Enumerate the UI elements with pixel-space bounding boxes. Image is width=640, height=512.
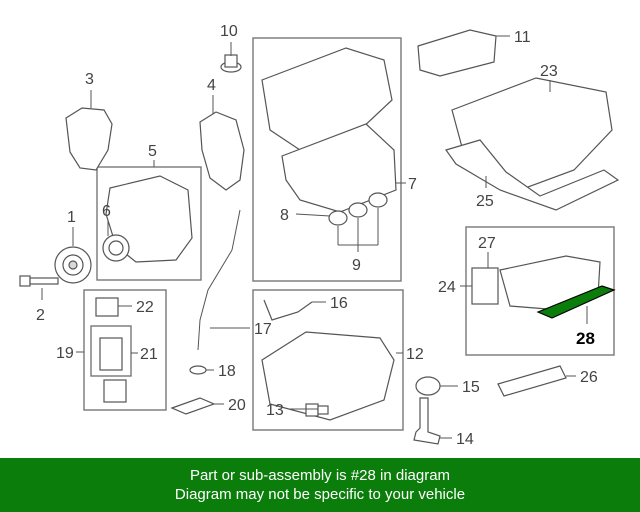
oil-filler-cap	[220, 54, 242, 73]
oil-level-sensor	[413, 397, 441, 445]
filter-element-27	[471, 267, 499, 305]
group-box-5	[96, 166, 202, 281]
spark-plug-tube-seals	[328, 192, 388, 226]
callout-16: 16	[330, 295, 348, 312]
callout-25: 25	[476, 193, 494, 210]
highlighted-part-28[interactable]	[536, 285, 616, 319]
dipstick-o-ring	[189, 365, 207, 375]
callout-1: 1	[67, 209, 76, 226]
callout-27: 27	[478, 235, 496, 252]
callout-4: 4	[207, 77, 216, 94]
engine-mount-bracket	[65, 107, 113, 171]
leader-lines	[41, 35, 588, 439]
callout-20: 20	[228, 397, 246, 414]
dipstick-tube	[197, 209, 241, 351]
oil-pickup-tube	[263, 299, 313, 321]
front-cover	[105, 175, 193, 263]
callout-23: 23	[540, 63, 558, 80]
intake-manifold-gasket	[445, 139, 620, 211]
oil-pan	[261, 331, 395, 421]
callout-24: 24	[438, 279, 456, 296]
group-box-12	[252, 289, 404, 431]
drain-plug	[305, 403, 329, 417]
callout-19: 19	[56, 345, 74, 362]
group-box-21	[90, 325, 132, 377]
callout-7: 7	[408, 176, 417, 193]
group-box-7	[252, 37, 402, 282]
cover-gasket	[170, 397, 216, 415]
callout-3: 3	[85, 71, 94, 88]
intake-cover	[417, 29, 497, 77]
callout-6: 6	[102, 203, 111, 220]
callout-21: 21	[140, 346, 158, 363]
callout-26: 26	[580, 369, 598, 386]
group-box-24	[465, 226, 615, 356]
valve-cover	[261, 47, 393, 151]
timing-cover-upper	[199, 111, 245, 191]
callout-15: 15	[462, 379, 480, 396]
callout-2: 2	[36, 307, 45, 324]
valve-cover-gasket	[281, 123, 397, 213]
parts-diagram: 1 2 3 4 5 6 7 8 9 10 11 12 13 14 15 16 1…	[19, 23, 620, 448]
callout-12: 12	[406, 346, 424, 363]
callout-9: 9	[352, 257, 361, 274]
callout-13: 13	[266, 402, 284, 419]
callout-22: 22	[136, 299, 154, 316]
banner-line-1: Part or sub-assembly is #28 in diagram	[189, 467, 451, 484]
seal-ring-15	[415, 376, 441, 396]
crankshaft-pulley	[54, 246, 92, 284]
callout-14: 14	[456, 431, 474, 448]
callout-11: 11	[514, 29, 531, 46]
oil-filter-assembly	[95, 297, 127, 403]
exhaust-gasket	[497, 365, 567, 397]
group-box-19	[83, 289, 167, 411]
callout-17: 17	[254, 321, 272, 338]
info-banner: Part or sub-assembly is #28 in diagram D…	[0, 458, 640, 512]
callout-18: 18	[218, 363, 236, 380]
callout-5: 5	[148, 143, 157, 160]
pulley-bolt	[19, 275, 59, 287]
callout-10: 10	[220, 23, 238, 40]
callout-28-highlighted[interactable]: 28	[576, 329, 595, 348]
callout-8: 8	[280, 207, 289, 224]
banner-line-2: Diagram may not be specific to your vehi…	[174, 486, 466, 503]
front-seal	[102, 234, 130, 262]
